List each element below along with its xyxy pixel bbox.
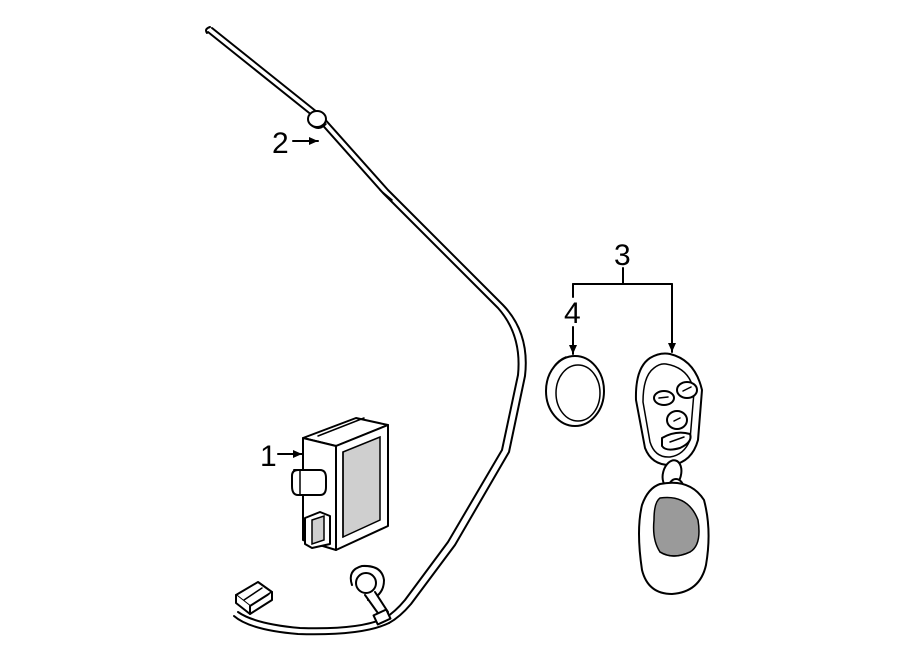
callout-2: 2 [272, 127, 289, 160]
callout-1: 1 [260, 440, 277, 473]
battery-coin [545, 355, 605, 427]
control-module [291, 417, 389, 551]
callout-leaders [277, 137, 676, 458]
key-fob [634, 352, 710, 595]
callout-3: 3 [614, 239, 631, 272]
unlock-button [676, 381, 698, 399]
ring-terminal [349, 564, 392, 626]
callout-4: 4 [564, 297, 581, 330]
antenna-cable [205, 26, 527, 636]
cable-grommet [307, 110, 327, 128]
cable-connector [235, 581, 273, 615]
